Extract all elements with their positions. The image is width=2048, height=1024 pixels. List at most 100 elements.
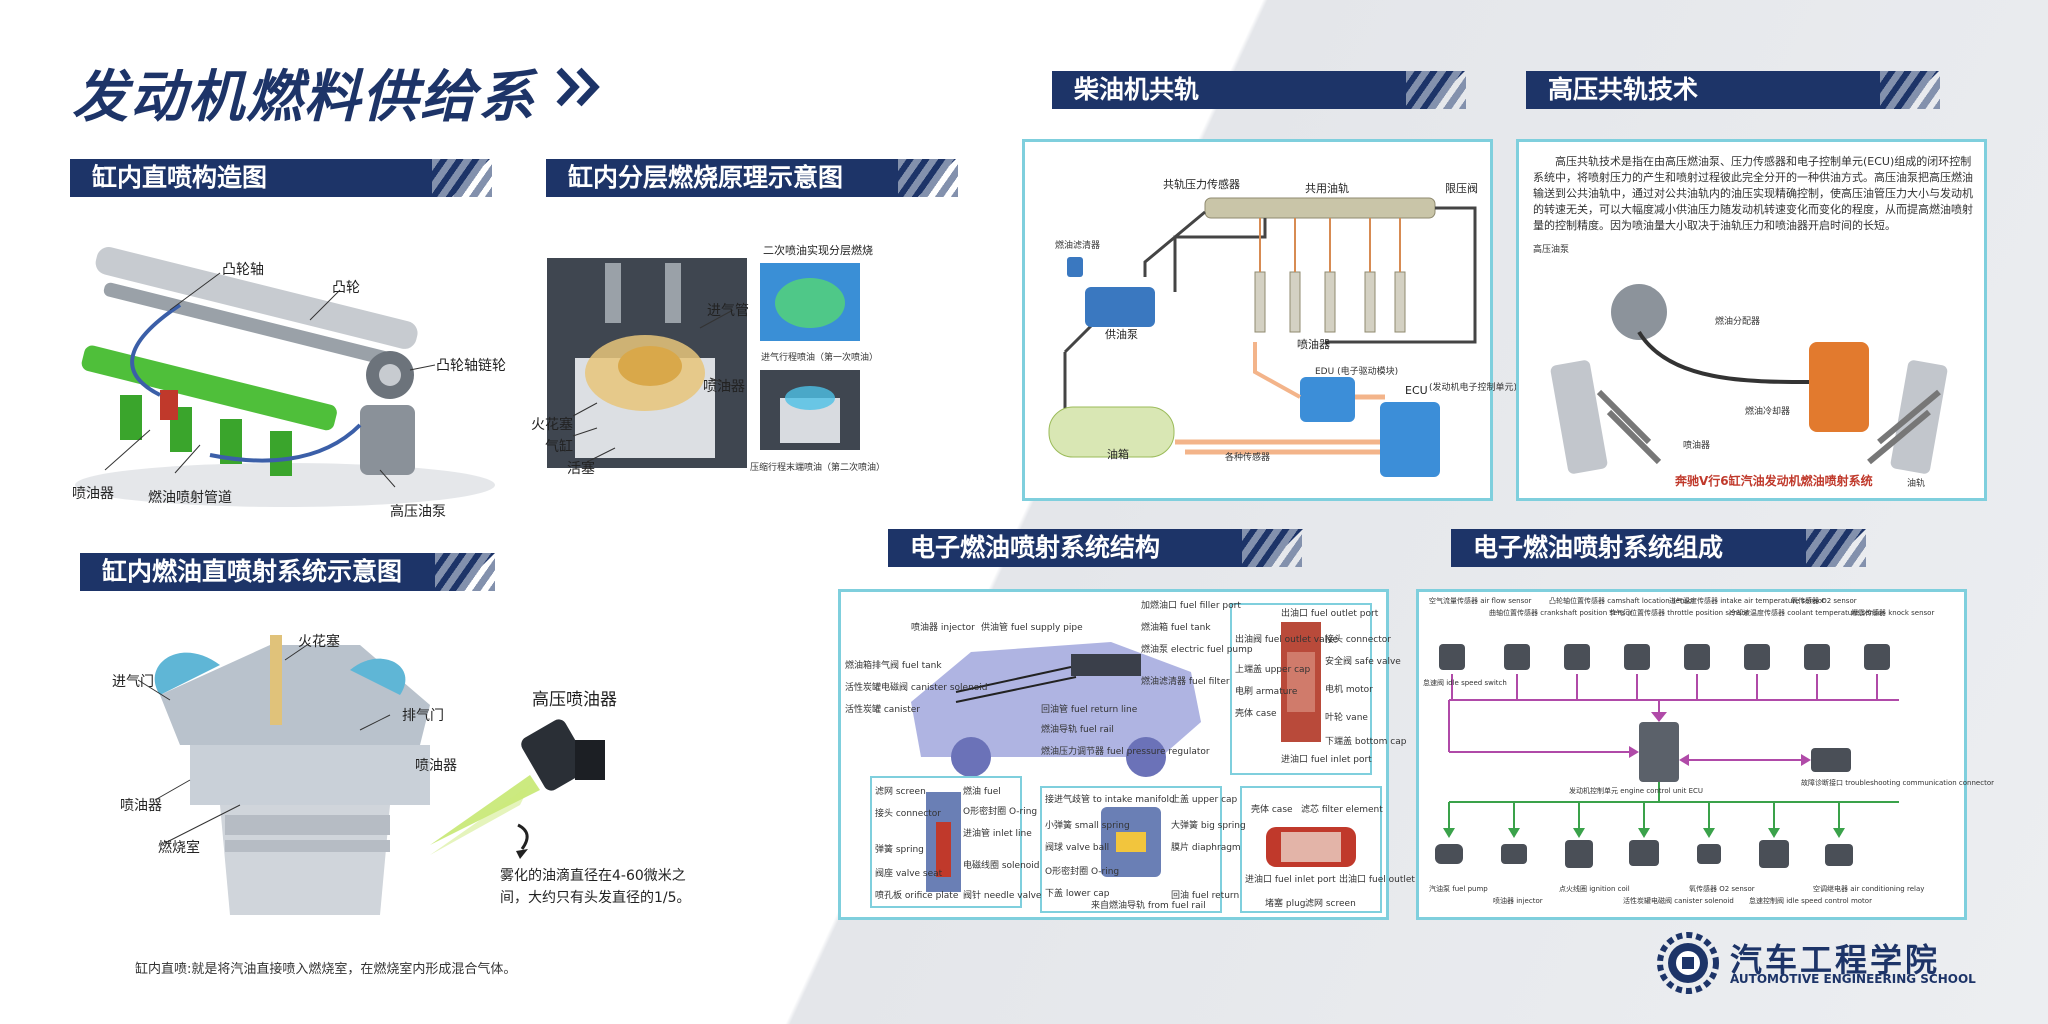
comp-left-idle: 怠速阀 idle speed switch (1423, 679, 1507, 687)
label-cooler: 燃油冷却器 (1745, 407, 1791, 417)
hp-rail-caption: 奔驰V行6缸汽油发动机燃油喷射系统 (1675, 474, 1873, 488)
efi-label-regulator: 燃油压力调节器 fuel pressure regulator (1041, 747, 1210, 757)
pump-label-outlet-valve: 出油阀 fuel outlet valve (1235, 635, 1339, 645)
label-spark: 火花塞 (531, 417, 573, 433)
pump-label-case: 壳体 case (1235, 709, 1277, 719)
section-header-gdi-system: 缸内燃油直喷射系统示意图 (80, 553, 495, 591)
efi-label-vent: 燃油箱排气阀 fuel tank (845, 661, 942, 671)
efi-label-supply-pipe: 供油管 fuel supply pipe (981, 623, 1083, 633)
atomization-note-line1: 雾化的油滴直径在4-60微米之 (500, 868, 686, 884)
efi-label-canister-solenoid: 活性炭罐电磁阀 canister solenoid (845, 683, 988, 693)
gdi-system-diagram: 火花塞 进气门 排气门 喷油器 喷油器 燃烧室 高压喷油器 雾化的油滴直径在4-… (100, 625, 691, 945)
comp-top-intake-temp: 进气温度传感器 intake air temperature sensor (1669, 597, 1825, 605)
efi-label-rail: 燃油导轨 fuel rail (1041, 725, 1114, 735)
header-stripes (1406, 71, 1466, 109)
pump-label-motor: 电机 motor (1325, 685, 1373, 695)
gear-logo-icon (1657, 932, 1719, 994)
label-cylinder: 气缸 (545, 439, 573, 455)
label-sensors: 各种传感器 (1225, 453, 1271, 463)
double-chevron-icon (556, 67, 600, 107)
reg-label-upper-cap: 上盖 upper cap (1171, 795, 1238, 805)
section-header-diesel-rail: 柴油机共轨 (1052, 71, 1465, 109)
inj-label-fuel: 燃油 fuel (963, 787, 1001, 797)
pump-label-bottom-cap: 下端盖 bottom cap (1325, 737, 1407, 747)
pump-label-outlet: 出油口 fuel outlet port (1281, 609, 1379, 619)
label-fuel-rail: 燃油喷射管道 (148, 490, 232, 506)
pump-label-armature: 电刷 armature (1235, 687, 1298, 697)
flt-label-inlet: 进油口 fuel inlet port (1245, 875, 1336, 885)
label-second-injection: 压缩行程末端喷油（第二次喷油） (750, 463, 886, 473)
label-supply-pump: 供油泵 (1105, 328, 1138, 341)
label-intake-valve: 进气门 (112, 674, 154, 690)
flt-label-plug: 堵塞 plug (1265, 899, 1306, 909)
reg-label-intake: 接进气歧管 to intake manifold (1045, 795, 1175, 805)
header-stripes (1880, 71, 1940, 109)
inj-label-valve-seat: 阀座 valve seat (875, 869, 943, 879)
comp-top-o2: 氧传感器 O2 sensor (1791, 597, 1857, 605)
flt-label-screen: 滤网 screen (1305, 899, 1356, 909)
label-hp-injector: 高压喷油器 (532, 690, 617, 710)
label-injector: 喷油器 (703, 379, 745, 395)
inj-label-inlet-line: 进油管 inlet line (963, 829, 1032, 839)
school-name-en: AUTOMOTIVE ENGINEERING SCHOOL (1730, 972, 1976, 986)
inj-label-oring: O形密封圈 O-ring (963, 807, 1038, 817)
label-ecu: ECU (1405, 384, 1428, 397)
comp-bottom-injector: 喷油器 injector (1493, 897, 1543, 905)
inj-label-solenoid: 电磁线圈 solenoid (963, 861, 1040, 871)
efi-label-pump: 燃油泵 electric fuel pump (1141, 645, 1253, 655)
atomization-note-line2: 间，大约只有头发直径的1/5。 (500, 890, 691, 906)
pump-label-upper-cap: 上端盖 upper cap (1235, 665, 1311, 675)
comp-diagnostic: 故障诊断接口 troubleshooting communication con… (1801, 779, 1994, 787)
label-exhaust-valve: 排气门 (402, 708, 444, 724)
efi-label-canister: 活性炭罐 canister (845, 705, 920, 715)
reg-label-valve-ball: 阀球 valve ball (1045, 843, 1110, 853)
label-common-rail: 共用油轨 (1305, 182, 1349, 195)
pump-label-vane: 叶轮 vane (1325, 713, 1368, 723)
label-secondary: 二次喷油实现分层燃烧 (763, 244, 873, 257)
comp-bottom-canister: 活性炭罐电磁阀 canister solenoid (1623, 897, 1734, 905)
flt-label-case: 壳体 case (1251, 805, 1293, 815)
comp-top-camshaft: 凸轮轴位置传感器 camshaft location sensor (1549, 597, 1696, 605)
inj-label-connector: 接头 connector (875, 809, 941, 819)
comp-top-air-flow: 空气流量传感器 air flow sensor (1429, 597, 1532, 605)
reg-label-diaphragm: 膜片 diaphragm (1171, 843, 1241, 853)
section-header-stratified: 缸内分层燃烧原理示意图 (546, 159, 956, 197)
label-piston: 活塞 (567, 461, 595, 477)
label-intake: 进气管 (707, 303, 749, 319)
header-stripes (898, 159, 958, 197)
footer-note: 缸内直喷:就是将汽油直接喷入燃烧室，在燃烧室内形成混合气体。 (135, 962, 517, 977)
efi-label-tank: 燃油箱 fuel tank (1141, 623, 1211, 633)
label-pressure-limiter: 限压阀 (1445, 182, 1478, 195)
inj-label-needle: 阀针 needle valve (963, 891, 1042, 901)
comp-top-coolant: 冷却液温度传感器 coolant temperature sensor (1729, 609, 1885, 617)
flt-label-element: 滤芯 filter element (1301, 805, 1383, 815)
reg-label-small-spring: 小弹簧 small spring (1045, 821, 1130, 831)
efi-components-panel: 空气流量传感器 air flow sensor 曲轴位置传感器 cranksha… (1416, 589, 1994, 920)
label-rail-sensor: 共轨压力传感器 (1163, 178, 1240, 191)
reg-label-return: 回油 fuel return (1171, 891, 1240, 901)
comp-bottom-ac-relay: 空调继电器 air conditioning relay (1813, 885, 1925, 893)
section-header-hp-rail: 高压共轨技术 (1526, 71, 1939, 109)
reg-label-oring: O形密封圈 O-ring (1045, 867, 1120, 877)
comp-top-crankshaft: 曲轴位置传感器 crankshaft position sensor (1489, 609, 1633, 617)
header-stripes (1242, 529, 1302, 567)
section-header-efi-components: 电子燃油喷射系统组成 (1451, 529, 1866, 567)
label-edu: EDU (电子驱动模块) (1315, 367, 1399, 377)
header-stripes (432, 159, 492, 197)
efi-label-return: 回油管 fuel return line (1041, 705, 1138, 715)
pump-label-connector: 接头 connector (1325, 635, 1391, 645)
comp-bottom-ignition: 点火线圈 ignition coil (1559, 885, 1630, 893)
school-name-cn: 汽车工程学院 (1730, 941, 1941, 979)
diesel-rail-panel: 共轨压力传感器 共用油轨 限压阀 燃油滤清器 供油泵 喷油器 EDU (电子驱动… (1022, 139, 1517, 501)
label-injector: 喷油器 (1683, 441, 1711, 451)
inj-label-screen: 滤网 screen (875, 787, 926, 797)
section-header-gdi-structure: 缸内直喷构造图 (70, 159, 490, 197)
label-injector-left: 喷油器 (120, 798, 162, 814)
header-stripes (1806, 529, 1866, 567)
label-hp-pump: 高压油泵 (390, 504, 446, 520)
pump-label-safe-valve: 安全阀 safe valve (1325, 657, 1401, 667)
header-stripes (435, 553, 495, 591)
reg-label-lower-cap: 下盖 lower cap (1045, 889, 1110, 899)
gdi-structure-diagram: 凸轮轴 凸轮 凸轮轴链轮 喷油器 燃油喷射管道 高压油泵 (60, 225, 510, 520)
comp-bottom-fuel-pump: 汽油泵 fuel pump (1429, 885, 1488, 893)
